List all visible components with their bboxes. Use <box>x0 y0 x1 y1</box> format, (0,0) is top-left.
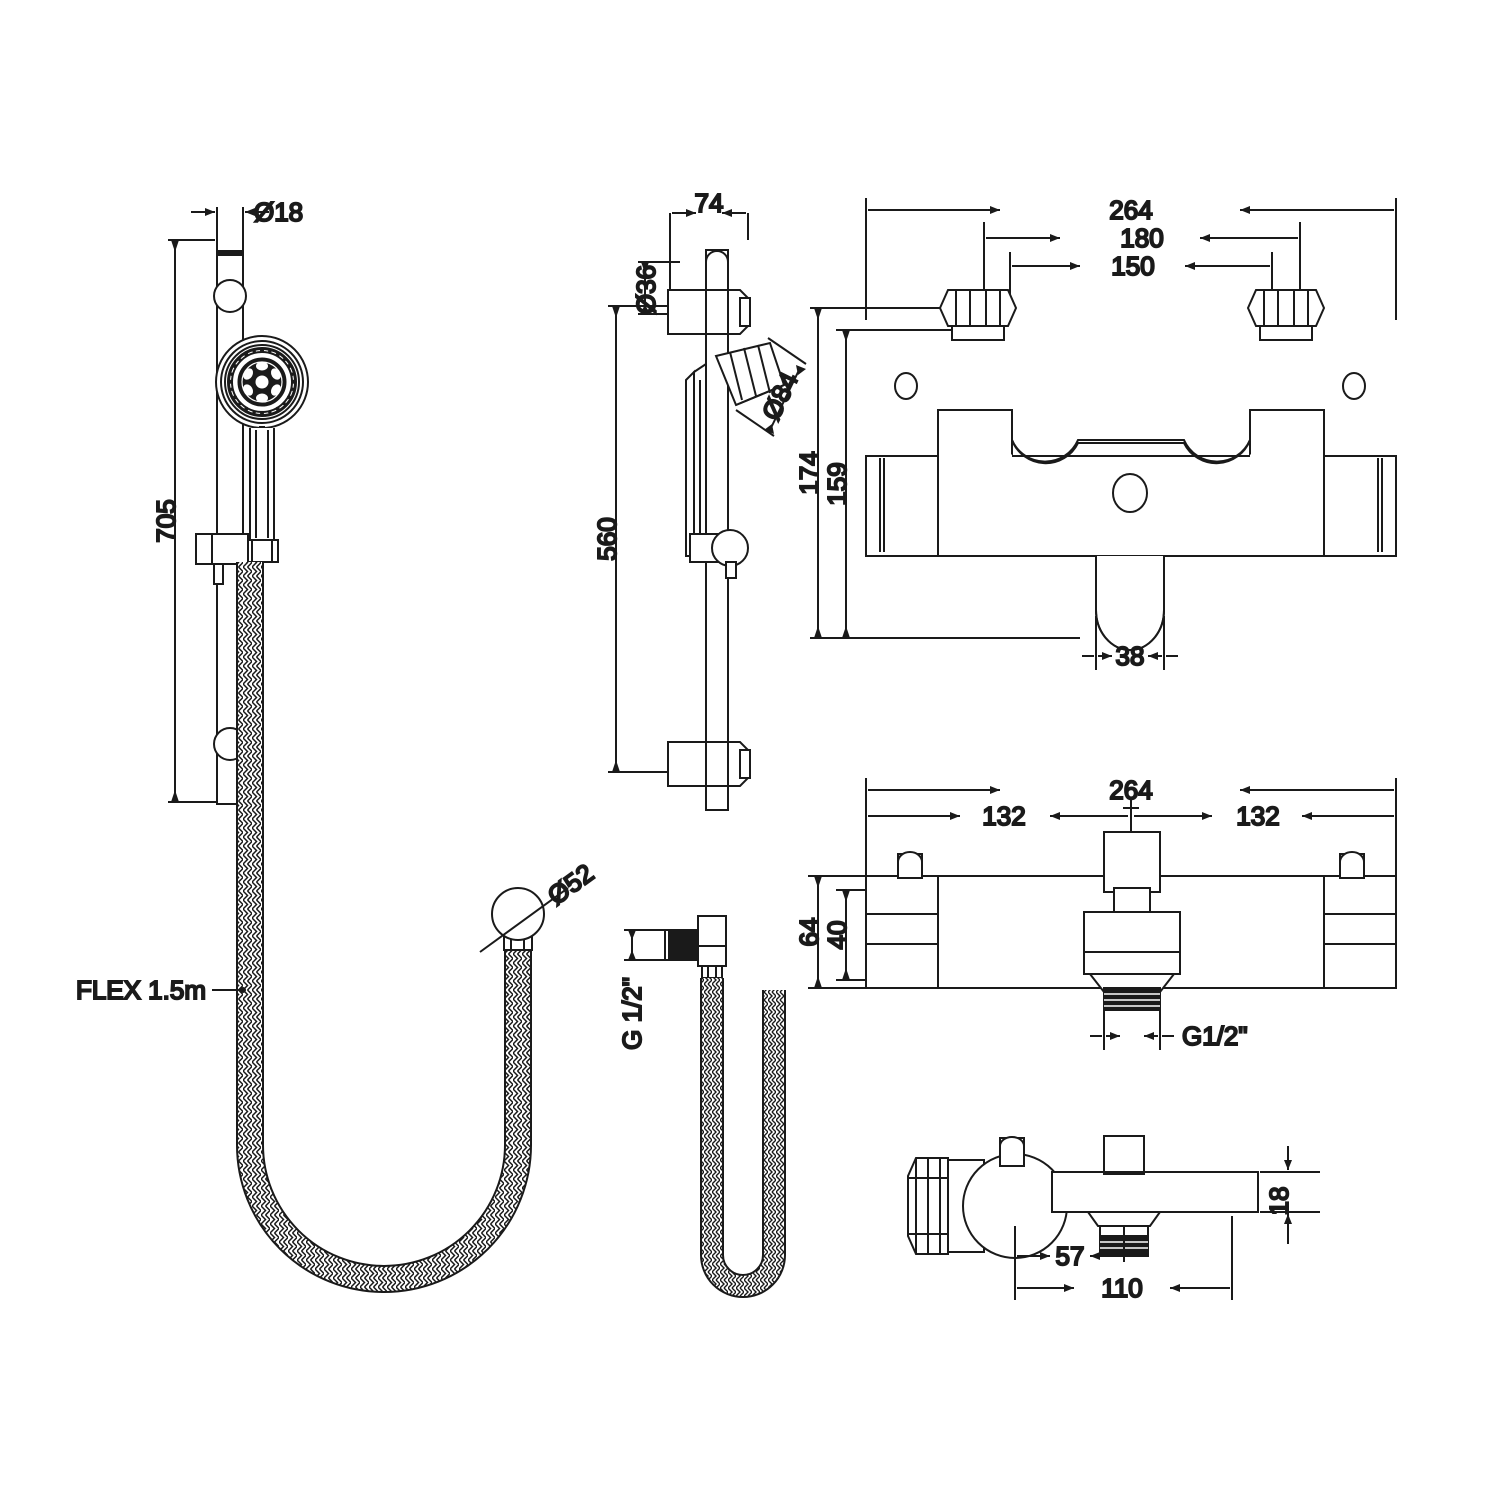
rail-bottom-bracket-side <box>667 741 751 787</box>
flex-hose-front <box>236 562 532 1293</box>
note-flex: FLEX 1.5m <box>75 974 246 1006</box>
view-riser-side: 74 Ø36 560 <box>591 187 807 1298</box>
view-riser-front: Ø18 705 <box>75 196 600 1293</box>
dim-label-bracket-projection: 74 <box>695 188 724 218</box>
dim-label-overall-projection: 110 <box>1101 1273 1142 1303</box>
dim-inlet-centres: 150 <box>1009 250 1273 300</box>
dim-rail-dia: Ø18 <box>191 196 304 252</box>
dim-label-body-depth: 64 <box>794 918 824 947</box>
rail-upper-boss <box>213 279 247 313</box>
dim-label-body-depth-inner: 40 <box>822 921 852 950</box>
valve-plan-body <box>865 831 1397 1011</box>
dim-projection-to-outlet: 57 <box>1014 1226 1125 1272</box>
dim-overall-height: 174 <box>793 307 1080 639</box>
view-valve-side: 18 57 110 <box>907 1135 1320 1304</box>
rail-slider-bracket-front <box>195 533 249 585</box>
flex-hose-side: G 1/2" <box>616 915 786 1298</box>
handset-hose-nut <box>245 539 279 563</box>
dim-outlet-thread-plan: G1/2" <box>1090 1010 1249 1052</box>
dim-rail-centres: 560 <box>591 305 672 773</box>
dim-body-width: 180 <box>983 222 1301 300</box>
rail-slider-side <box>689 529 749 579</box>
hose-end-cone: Ø52 <box>479 857 600 953</box>
valve-side-diverter-knob <box>1103 1135 1145 1175</box>
view-valve-front: 264 180 150 174 <box>793 194 1397 672</box>
dim-body-depth-inner: 40 <box>821 889 866 981</box>
dim-label-body-height: 159 <box>822 462 852 505</box>
handset-handle-front <box>249 428 275 541</box>
valve-body-front <box>865 372 1397 557</box>
valve-inlet-nut-left <box>938 289 1018 341</box>
dim-label-wall-plate-thk: 18 <box>1264 1187 1294 1216</box>
dim-label-overall-height: 174 <box>794 451 824 494</box>
dim-rail-length: 705 <box>150 239 243 803</box>
dim-label-inlet-centres: 150 <box>1111 251 1154 281</box>
dim-label-hose-end-dia: Ø52 <box>542 858 599 911</box>
dim-label-rail-length: 705 <box>151 499 181 542</box>
dim-overall-width: 264 <box>865 194 1397 320</box>
handset-side <box>685 341 786 557</box>
view-valve-plan: 264 132 132 64 <box>793 774 1397 1052</box>
valve-side-inlet-nut <box>907 1157 985 1255</box>
dim-label-overall-width: 264 <box>1109 195 1152 225</box>
dim-bracket-projection: 74 <box>669 187 749 290</box>
dim-label-body-width: 180 <box>1120 223 1163 253</box>
dim-wall-plate-thk: 18 <box>1260 1146 1320 1244</box>
dim-label-spout-width: 38 <box>1116 641 1145 671</box>
rail-top-bracket-side <box>667 289 751 335</box>
spray-nozzle-ring <box>228 348 296 415</box>
dim-label-outlet-thread-plan: G1/2" <box>1182 1021 1248 1051</box>
dim-label-rail-dia: Ø18 <box>254 197 303 227</box>
dim-label-hose-thread: G 1/2" <box>617 977 647 1050</box>
dim-body-depth: 64 <box>793 875 866 989</box>
handset-face-front <box>215 335 309 434</box>
dim-label-projection-to-outlet: 57 <box>1056 1241 1085 1271</box>
dim-left-half: 132 <box>868 800 1139 840</box>
dim-label-right-half: 132 <box>1236 801 1279 831</box>
dim-label-left-half: 132 <box>982 801 1025 831</box>
valve-spout-front <box>1095 473 1165 651</box>
dim-right-half: 132 <box>1134 800 1394 832</box>
dim-overall-projection: 110 <box>1014 1216 1233 1304</box>
valve-side-body-bar <box>1051 1171 1259 1213</box>
dim-spout-width: 38 <box>1082 616 1178 672</box>
note-label-flex: FLEX 1.5m <box>76 975 206 1005</box>
valve-inlet-nut-right <box>1246 289 1326 341</box>
dim-label-rail-centres: 560 <box>592 517 622 560</box>
